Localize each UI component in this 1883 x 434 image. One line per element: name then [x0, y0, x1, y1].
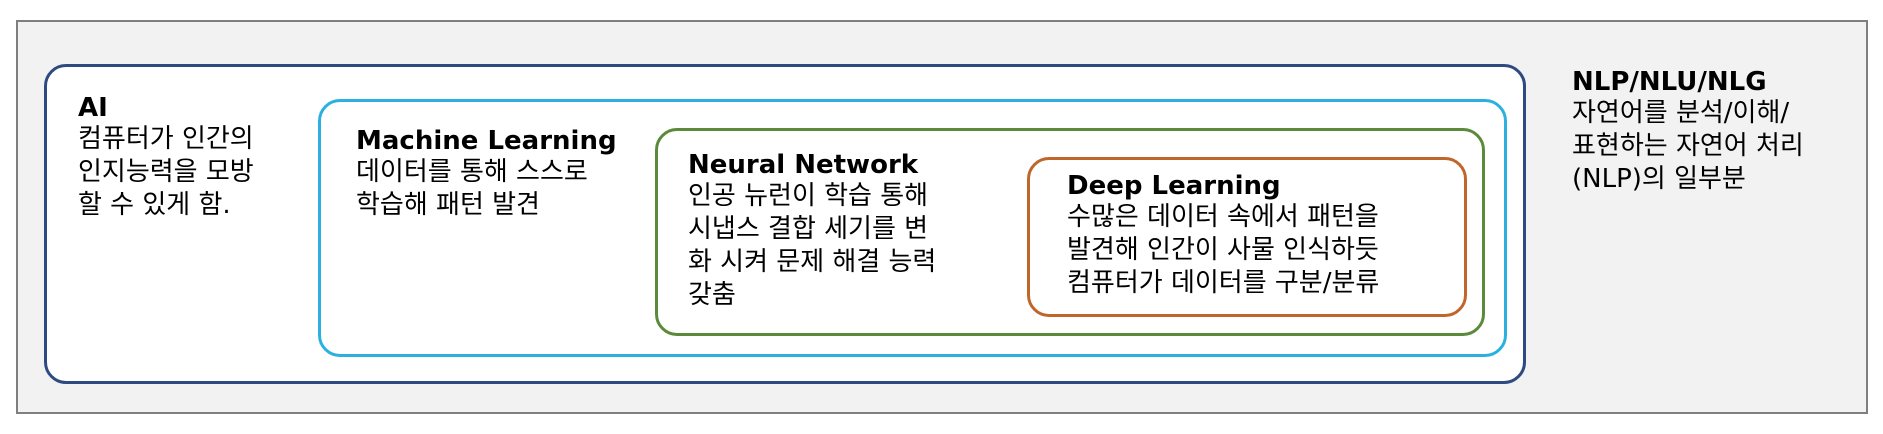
neural-network-title: Neural Network	[688, 150, 919, 180]
neural-network-desc-line-2: 시냅스 결합 세기를 변	[688, 214, 929, 244]
nlp-desc-line-3: (NLP)의 일부분	[1572, 164, 1746, 194]
deep-learning-desc-line-2: 발견해 인간이 사물 인식하듯	[1067, 235, 1379, 265]
ai-desc-line-1: 컴퓨터가 인간의	[78, 124, 254, 154]
neural-network-desc-line-4: 갖춤	[688, 280, 736, 310]
deep-learning-desc-line-3: 컴퓨터가 데이터를 구분/분류	[1067, 268, 1380, 298]
nlp-title: NLP/NLU/NLG	[1572, 67, 1767, 97]
ai-desc-line-3: 할 수 있게 함.	[78, 190, 231, 220]
deep-learning-title: Deep Learning	[1067, 171, 1281, 201]
deep-learning-text-block: Deep Learning 수많은 데이터 속에서 패턴을 발견해 인간이 사물…	[1067, 171, 1447, 300]
ai-desc-line-2: 인지능력을 모방	[78, 157, 254, 187]
nlp-desc-line-1: 자연어를 분석/이해/	[1572, 98, 1790, 128]
machine-learning-text-block: Machine Learning 데이터를 통해 스스로 학습해 패턴 발견	[356, 126, 636, 222]
ai-text-block: AI 컴퓨터가 인간의 인지능력을 모방 할 수 있게 함.	[78, 93, 300, 222]
neural-network-desc-line-3: 화 시켜 문제 해결 능력	[688, 247, 937, 277]
deep-learning-desc-line-1: 수많은 데이터 속에서 패턴을	[1067, 202, 1379, 232]
ai-title: AI	[78, 93, 108, 123]
deep-learning-box	[1027, 157, 1467, 317]
machine-learning-desc-line-2: 학습해 패턴 발견	[356, 190, 540, 220]
machine-learning-title: Machine Learning	[356, 126, 617, 156]
neural-network-desc-line-1: 인공 뉴런이 학습 통해	[688, 181, 929, 211]
nlp-text-block: NLP/NLU/NLG 자연어를 분석/이해/ 표현하는 자연어 처리 (NLP…	[1572, 67, 1852, 196]
machine-learning-desc-line-1: 데이터를 통해 스스로	[356, 157, 588, 187]
neural-network-text-block: Neural Network 인공 뉴런이 학습 통해 시냅스 결합 세기를 변…	[688, 150, 988, 312]
nlp-desc-line-2: 표현하는 자연어 처리	[1572, 131, 1804, 161]
